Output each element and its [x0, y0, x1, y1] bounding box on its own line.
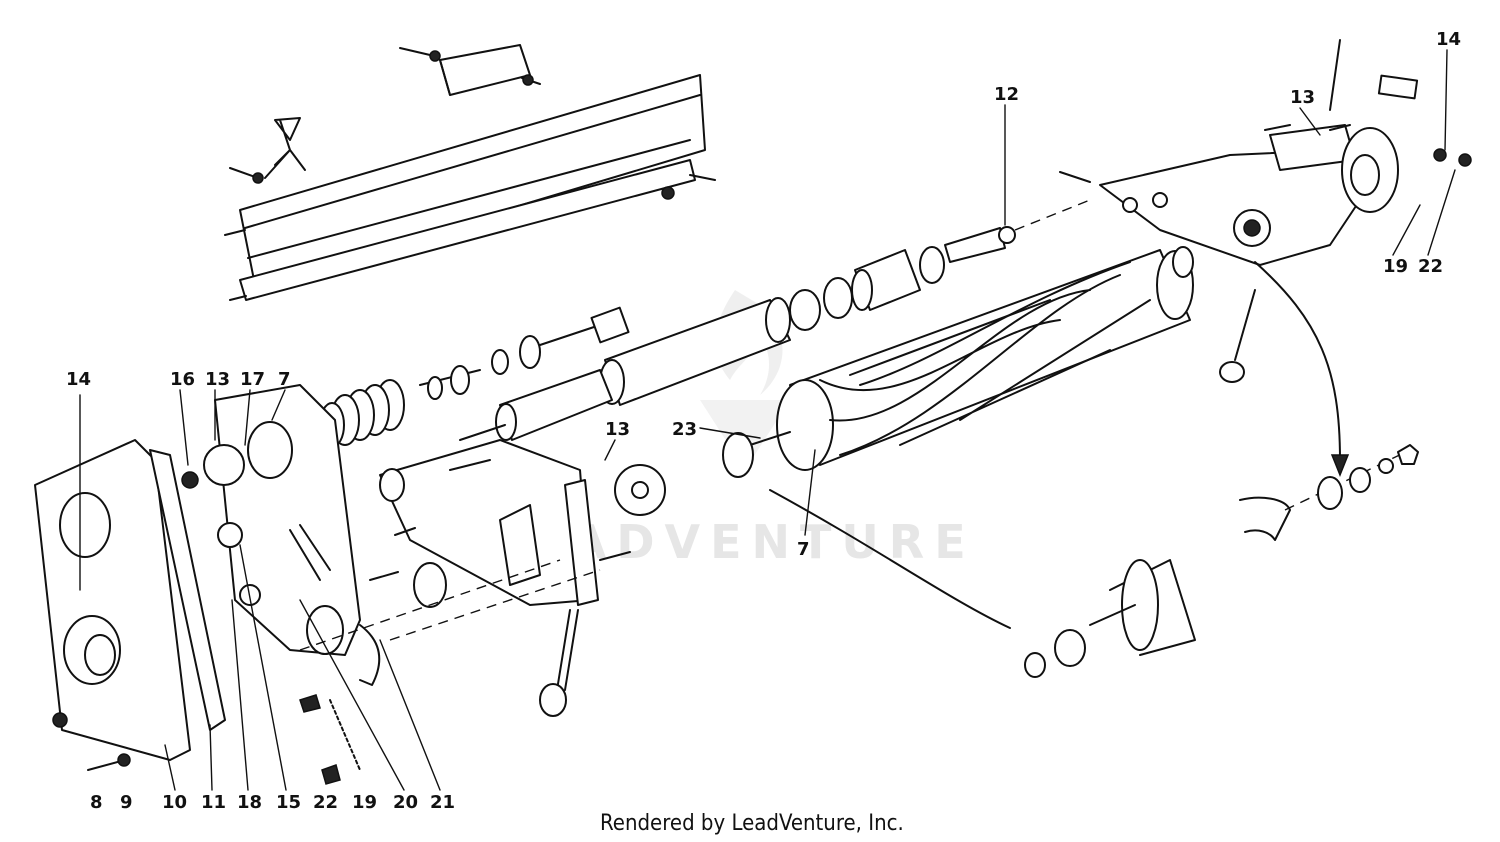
callout-19-bottom: 19 — [352, 792, 377, 813]
callout-23: 23 — [672, 419, 697, 440]
front-roller-assembly — [319, 297, 791, 448]
callout-13-mid: 13 — [605, 419, 630, 440]
reel-hub-detail — [769, 489, 1196, 678]
callout-22-bottom: 22 — [313, 792, 338, 813]
callout-13-left: 13 — [205, 369, 230, 390]
callout-14-left: 14 — [66, 369, 91, 390]
callout-11: 11 — [201, 792, 226, 813]
callout-18: 18 — [237, 792, 262, 813]
callout-9: 9 — [120, 792, 133, 813]
callout-22-right: 22 — [1418, 256, 1443, 277]
callout-17: 17 — [240, 369, 265, 390]
callout-7-top: 7 — [278, 369, 291, 390]
callout-12: 12 — [994, 84, 1019, 105]
reel-shaft-bearings — [789, 199, 1091, 331]
callout-20: 20 — [393, 792, 418, 813]
right-drive-parts — [1239, 444, 1419, 541]
callout-14-right: 14 — [1436, 29, 1461, 50]
leader-lines — [164, 49, 1456, 791]
callout-10: 10 — [162, 792, 187, 813]
right-side-plate — [1059, 39, 1472, 478]
footer-credit: Rendered by LeadVenture, Inc. — [600, 811, 904, 836]
left-gear-case — [34, 384, 361, 771]
callout-8: 8 — [90, 792, 103, 813]
callout-19-right: 19 — [1383, 256, 1408, 277]
cutting-reel — [722, 246, 1194, 478]
center-frame-assembly — [299, 439, 666, 785]
callout-21: 21 — [430, 792, 455, 813]
rear-shield-assembly — [224, 44, 716, 301]
callout-16: 16 — [170, 369, 195, 390]
callout-13-right: 13 — [1290, 87, 1315, 108]
callout-15: 15 — [276, 792, 301, 813]
callout-7-bottom: 7 — [797, 539, 810, 560]
